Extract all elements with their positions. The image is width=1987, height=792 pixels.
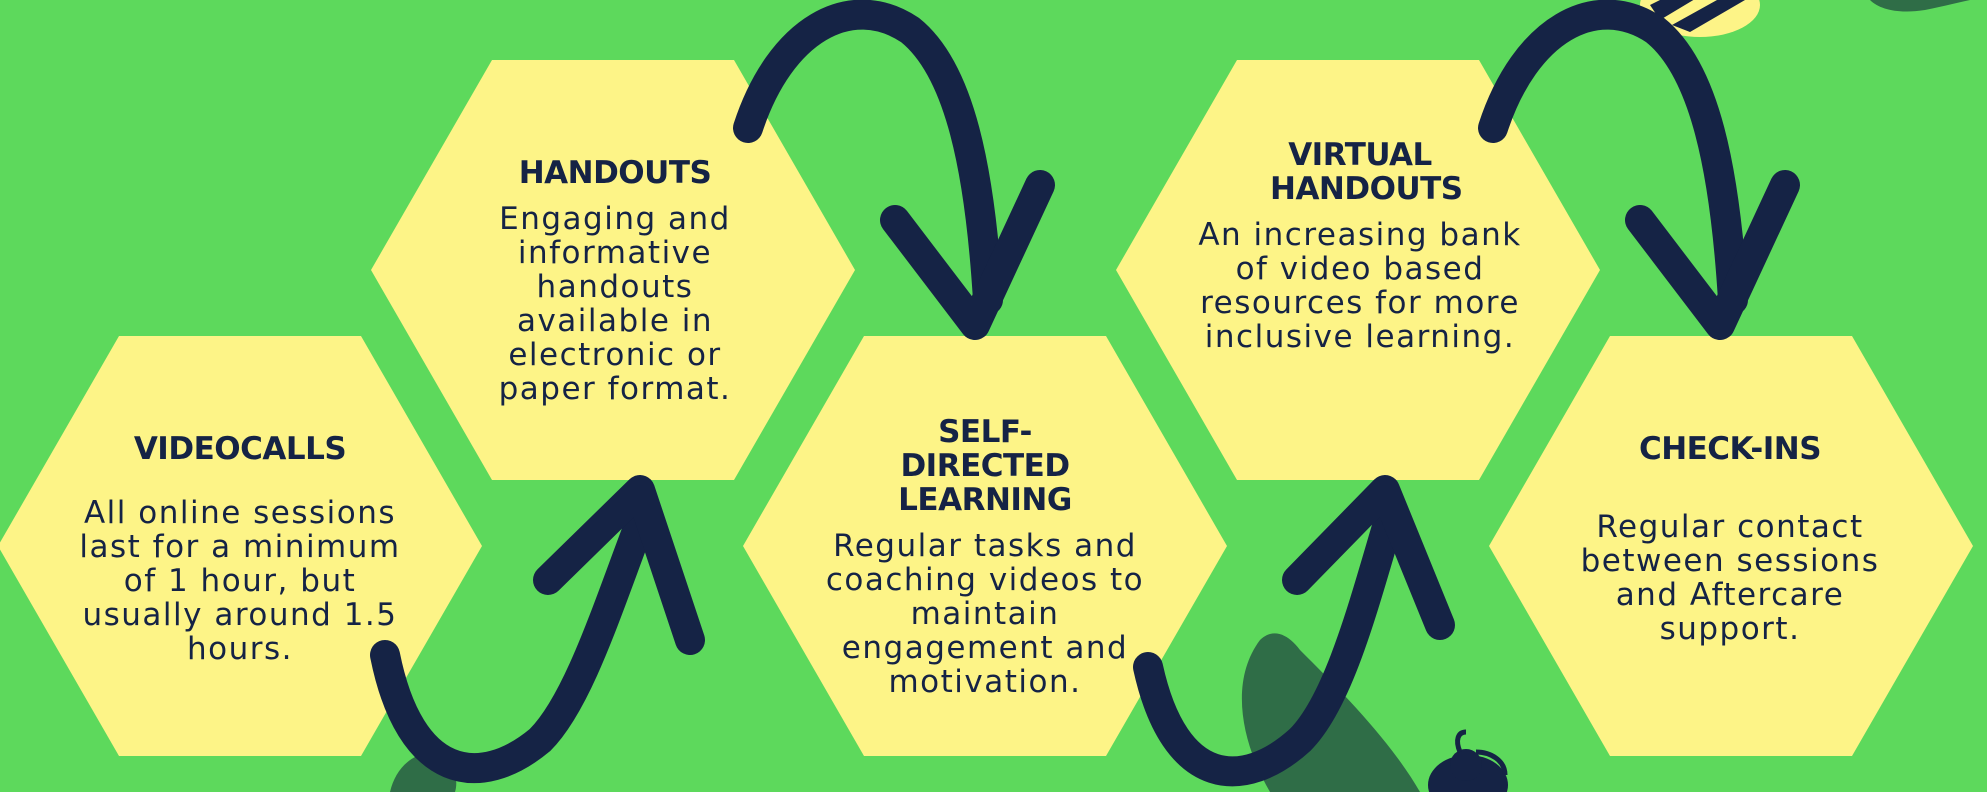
arrowhead-icon bbox=[533, 475, 705, 655]
curved-arrow-icon bbox=[733, 0, 1003, 315]
arrowhead-icon bbox=[1625, 170, 1800, 340]
step-description: Engaging and informative handouts availa… bbox=[498, 201, 732, 407]
step-videocalls: VIDEOCALLS All online sessions last for … bbox=[40, 432, 440, 666]
curved-arrow-icon bbox=[1133, 495, 1407, 787]
hexagon-shape bbox=[1489, 336, 1973, 756]
step-title: HANDOUTS bbox=[518, 155, 712, 191]
step-title: VIRTUAL HANDOUTS bbox=[1270, 137, 1463, 207]
step-description: Regular tasks and coaching videos to mai… bbox=[825, 528, 1145, 700]
step-check-ins: CHECK-INS Regular contact between sessio… bbox=[1540, 432, 1920, 646]
step-title: CHECK-INS bbox=[1638, 431, 1822, 467]
step-title: SELF-DIRECTED LEARNING bbox=[898, 414, 1072, 518]
step-self-directed-learning: SELF-DIRECTED LEARNING Regular tasks and… bbox=[800, 415, 1170, 699]
leaf-icon bbox=[1870, 0, 1970, 12]
arrowhead-icon bbox=[1282, 475, 1455, 640]
step-description: Regular contact between sessions and Aft… bbox=[1580, 509, 1880, 647]
curved-arrow-icon bbox=[370, 495, 660, 784]
bee-icon bbox=[1428, 729, 1508, 792]
curved-arrow-icon bbox=[1478, 0, 1748, 315]
step-handouts: HANDOUTS Engaging and informative handou… bbox=[470, 156, 760, 406]
step-description: An increasing bank of video based resour… bbox=[1198, 217, 1522, 355]
hexagon-shape bbox=[1116, 60, 1600, 480]
step-title: VIDEOCALLS bbox=[133, 431, 347, 467]
step-virtual-handouts: VIRTUAL HANDOUTS An increasing bank of v… bbox=[1170, 138, 1550, 354]
hexagon-shape bbox=[0, 336, 482, 756]
hexagon-shape bbox=[743, 336, 1227, 756]
hexagon-shape bbox=[371, 60, 855, 480]
arrowhead-icon bbox=[880, 170, 1055, 340]
step-description: All online sessions last for a minimum o… bbox=[79, 495, 401, 667]
